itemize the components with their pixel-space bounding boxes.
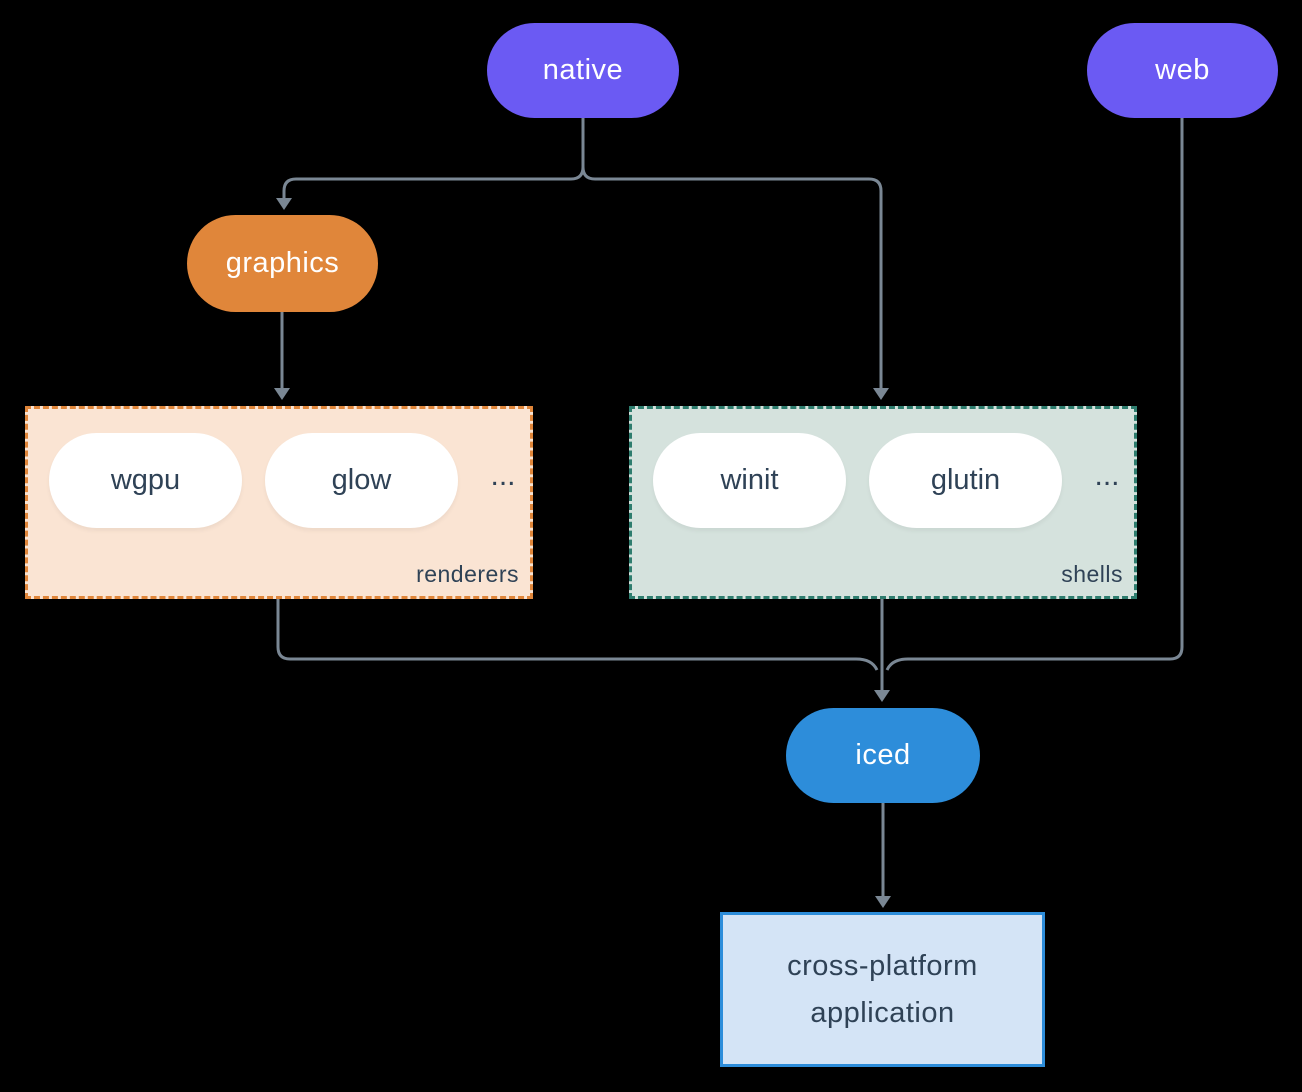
wgpu-node: wgpu xyxy=(49,433,242,528)
arrowhead-graphics xyxy=(276,198,292,210)
web-node-label: web xyxy=(1155,54,1210,86)
winit-node: winit xyxy=(653,433,846,528)
native-node-label: native xyxy=(542,54,624,86)
glutin-node: glutin xyxy=(869,433,1062,528)
native-node: native xyxy=(487,23,679,118)
iced-node: iced xyxy=(786,708,980,803)
application-node-label: cross-platform application xyxy=(787,949,978,1029)
graphics-node-label: graphics xyxy=(225,247,340,279)
renderers-group-label: renderers xyxy=(416,561,519,587)
shells-ellipsis: ... xyxy=(1094,459,1120,492)
arrowhead-iced xyxy=(874,690,890,702)
glow-node: glow xyxy=(265,433,458,528)
shells-group-box: winit glutin ... shells xyxy=(629,406,1137,599)
glow-node-label: glow xyxy=(331,464,392,496)
arrowhead-application xyxy=(875,896,891,908)
edge-web-to-merge xyxy=(885,118,1184,671)
edge-renderers-to-merge xyxy=(276,599,879,671)
edge-native-to-shells xyxy=(581,166,883,388)
renderers-group-box: wgpu glow ... renderers xyxy=(25,406,533,599)
iced-node-label: iced xyxy=(855,739,911,771)
glutin-node-label: glutin xyxy=(930,464,1001,496)
winit-node-label: winit xyxy=(720,464,779,496)
graphics-node: graphics xyxy=(187,215,378,312)
shells-group-label: shells xyxy=(1061,561,1123,587)
arrowhead-renderers xyxy=(274,388,290,400)
web-node: web xyxy=(1087,23,1278,118)
wgpu-node-label: wgpu xyxy=(110,464,181,496)
application-node: cross-platform application xyxy=(720,912,1045,1067)
renderers-ellipsis: ... xyxy=(490,459,516,492)
edge-native-to-graphics xyxy=(282,166,585,198)
arrowhead-shells xyxy=(873,388,889,400)
